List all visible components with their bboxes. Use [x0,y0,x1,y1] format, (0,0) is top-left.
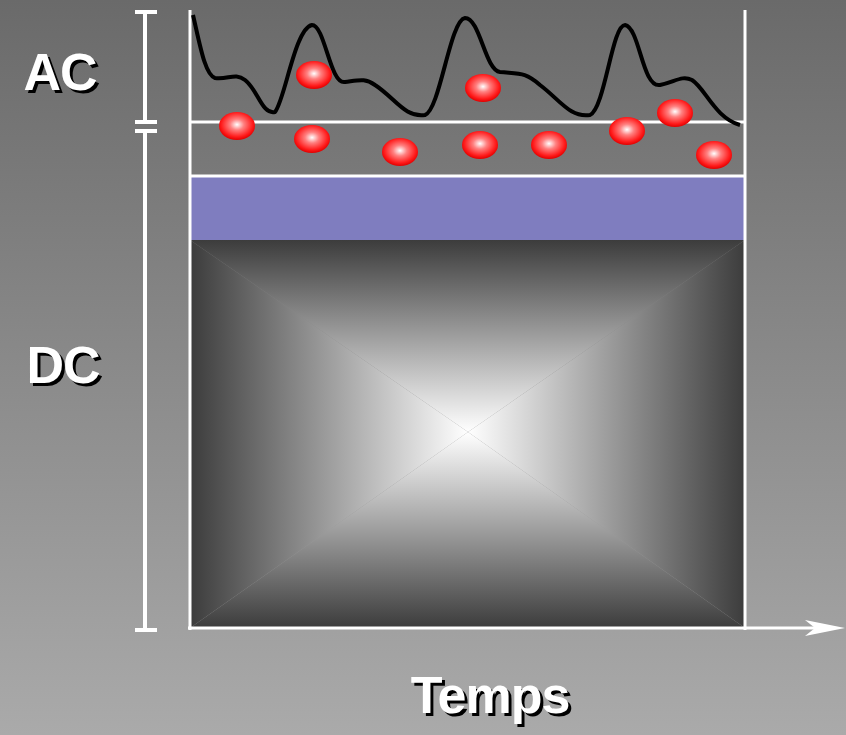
red-cell [382,138,418,166]
time-arrowhead [805,620,845,636]
axis-label: AC [23,46,96,98]
red-cell [465,74,501,102]
blood-cells [219,61,732,169]
red-cell [609,117,645,145]
axis-label: DC [26,339,99,391]
axes [188,10,820,630]
red-cell [294,125,330,153]
red-cell [657,99,693,127]
red-cell [696,141,732,169]
axis-label: Temps [411,669,570,721]
bracket [135,12,157,630]
red-cell [219,112,255,140]
pulse-waveform [193,15,740,125]
tissue-block [190,240,745,628]
venous-band [190,176,745,240]
red-cell [296,61,332,89]
red-cell [531,131,567,159]
red-cell [462,131,498,159]
